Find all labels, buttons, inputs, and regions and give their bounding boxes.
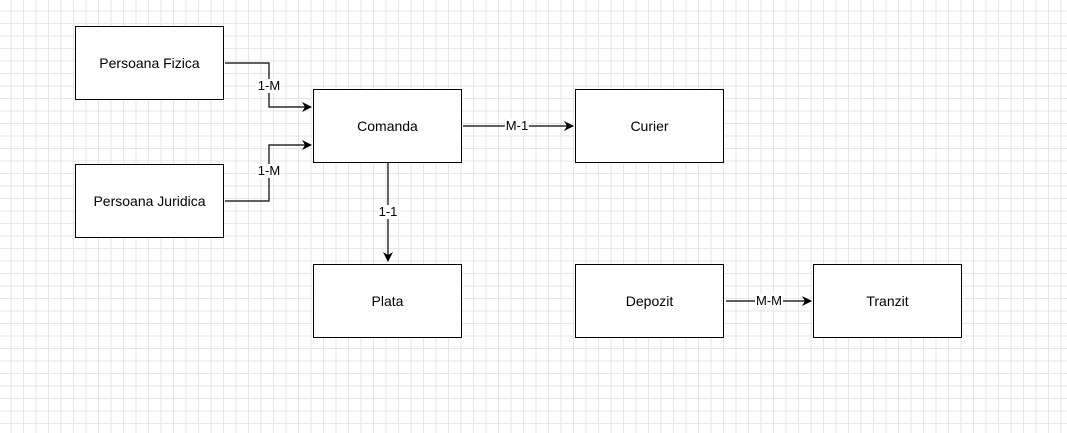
edge-label-juridica-comanda: 1-M <box>256 163 282 178</box>
entity-tranzit[interactable]: Tranzit <box>813 264 962 338</box>
entity-persoana-juridica[interactable]: Persoana Juridica <box>75 164 224 238</box>
edge-label-fizica-comanda: 1-M <box>256 78 282 93</box>
entity-label: Depozit <box>625 293 674 309</box>
edge-label-comanda-plata: 1-1 <box>377 204 399 219</box>
edge-label-depozit-tranzit: M-M <box>755 293 783 308</box>
entity-persoana-fizica[interactable]: Persoana Fizica <box>75 26 224 100</box>
entity-label: Comanda <box>357 118 418 134</box>
entity-label: Plata <box>371 293 404 309</box>
entity-plata[interactable]: Plata <box>313 264 462 338</box>
entity-label: Persoana Fizica <box>99 55 200 71</box>
entity-comanda[interactable]: Comanda <box>313 89 462 163</box>
entity-label: Tranzit <box>866 293 909 309</box>
entity-depozit[interactable]: Depozit <box>575 264 724 338</box>
entity-curier[interactable]: Curier <box>575 89 724 163</box>
edge-label-comanda-curier: M-1 <box>504 118 530 133</box>
entity-label: Persoana Juridica <box>93 193 206 209</box>
entity-label: Curier <box>630 118 669 134</box>
